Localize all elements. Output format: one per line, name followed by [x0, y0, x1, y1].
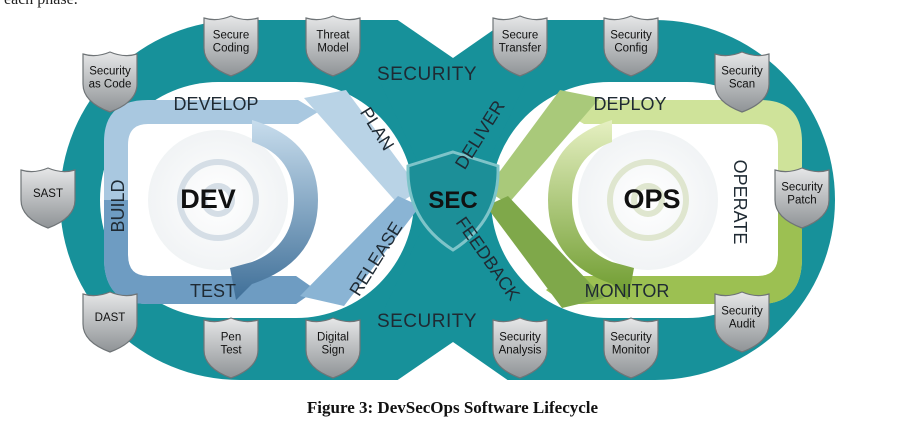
figure-caption: Figure 3: DevSecOps Software Lifecycle — [306, 398, 599, 417]
shield-icon — [203, 317, 259, 379]
shield-label: Secure — [502, 30, 538, 42]
shield-label: SAST — [33, 188, 63, 200]
stage-operate: OPERATE — [730, 160, 750, 245]
sec-shield — [406, 150, 500, 252]
shield-label: Transfer — [499, 43, 542, 55]
ops-label: OPS — [623, 184, 680, 214]
shield-label: DAST — [95, 312, 126, 324]
ops-loop — [546, 100, 802, 304]
security-top-label: SECURITY — [377, 64, 477, 85]
shield-label: Security — [610, 30, 652, 42]
shield-icon — [603, 317, 659, 379]
shield-icon — [20, 167, 76, 229]
shield-dast: DAST — [82, 291, 138, 353]
stage-develop: DEVELOP — [173, 94, 258, 114]
stage-deploy: DEPLOY — [593, 94, 666, 114]
sec-label: SEC — [428, 187, 477, 214]
shield-icon — [492, 15, 548, 77]
dev-to-ops-arrows — [300, 90, 420, 306]
shield-icon — [603, 15, 659, 77]
shield-icon — [774, 167, 830, 229]
shield-label: Coding — [213, 43, 249, 55]
security-shields: SecureCodingThreatModelSecureTransferSec… — [20, 15, 830, 379]
devsecops-diagram: DEV SEC OPS SECURITY SECURITY DEVELOP BU… — [20, 15, 835, 380]
shield-label: Model — [317, 43, 348, 55]
shield-icon — [305, 15, 361, 77]
ops-diagonal-arrows — [486, 90, 604, 308]
security-bottom-label: SECURITY — [377, 311, 477, 332]
shield-label: Security — [781, 182, 823, 194]
stage-monitor: MONITOR — [585, 281, 670, 301]
shield-icon — [82, 291, 138, 353]
shield-label: Security — [721, 306, 763, 318]
shield-label: as Code — [89, 79, 132, 91]
shield-icon — [203, 15, 259, 77]
shield-icon — [714, 291, 770, 353]
shield-label: Security — [89, 66, 131, 78]
shield-icon — [82, 51, 138, 113]
dev-label: DEV — [180, 184, 236, 214]
shield-label: Security — [499, 332, 541, 344]
shield-label: Test — [220, 345, 242, 357]
shield-label: Config — [614, 43, 647, 55]
shield-label: Digital — [317, 332, 349, 344]
shield-label: Pen — [221, 332, 241, 344]
shield-label: Scan — [729, 79, 755, 91]
shield-label: Threat — [316, 30, 350, 42]
truncated-top-text: each phase. — [4, 0, 78, 9]
shield-icon — [305, 317, 361, 379]
shield-label: Security — [610, 332, 652, 344]
stage-test: TEST — [190, 281, 236, 301]
shield-label: Patch — [787, 195, 816, 207]
shield-label: Sign — [321, 345, 344, 357]
shield-label: Monitor — [612, 345, 651, 357]
shield-icon — [714, 51, 770, 113]
dev-loop — [104, 100, 318, 304]
shield-sast: SAST — [20, 167, 76, 229]
shield-label: Audit — [729, 319, 756, 331]
shield-icon — [492, 317, 548, 379]
shield-label: Secure — [213, 30, 249, 42]
stage-build: BUILD — [108, 179, 128, 232]
shield-label: Security — [721, 66, 763, 78]
shield-label: Analysis — [499, 345, 542, 357]
